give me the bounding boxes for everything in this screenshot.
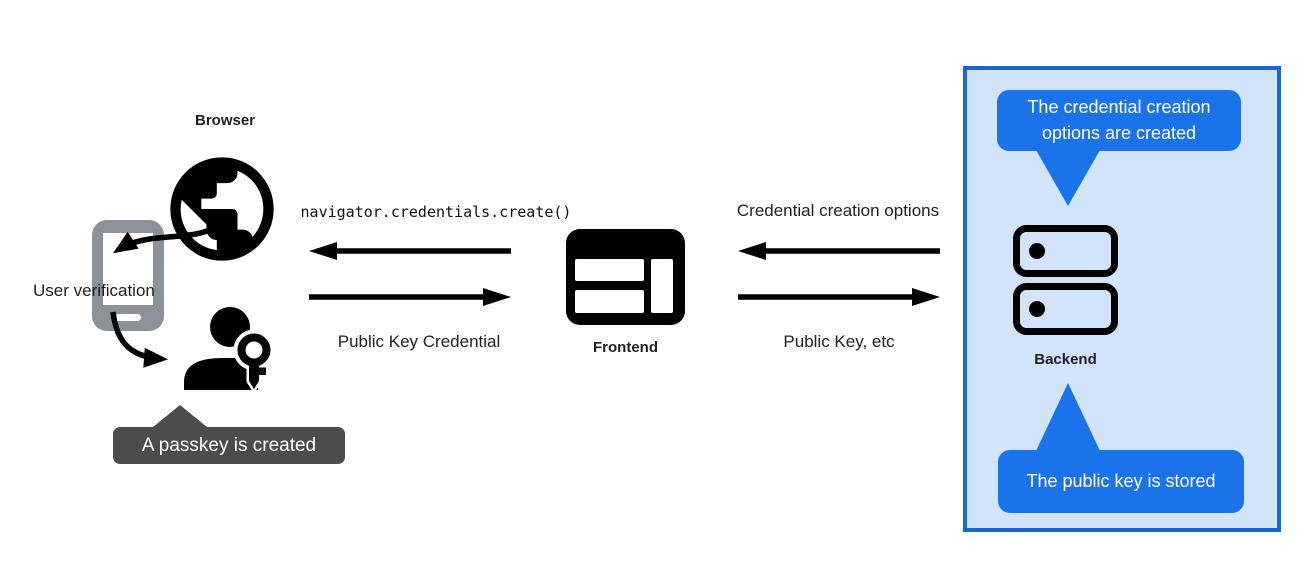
user-verification-label: User verification xyxy=(33,281,155,300)
arrow-options-left xyxy=(738,242,940,260)
public-key-credential-label: Public Key Credential xyxy=(337,332,501,351)
key-glyph xyxy=(233,329,275,392)
passkey-tooltip: A passkey is created xyxy=(113,427,345,464)
person-key-icon xyxy=(184,307,275,392)
arrow-public-key-right xyxy=(738,288,940,306)
frontend-label: Frontend xyxy=(593,339,658,356)
callout-key-stored: The public key is stored xyxy=(998,450,1244,513)
credential-creation-options-label: Credential creation options xyxy=(736,201,940,220)
backend-panel: The credential creation options are crea… xyxy=(963,66,1281,532)
public-key-etc-label: Public Key, etc xyxy=(783,332,895,351)
browser-window-icon xyxy=(566,229,685,325)
server-stack-icon xyxy=(1013,225,1118,335)
browser-label: Browser xyxy=(194,112,256,129)
backend-label: Backend xyxy=(1034,351,1097,368)
callout-key-stored-tail xyxy=(1036,383,1100,451)
callout-options-created-tail xyxy=(1036,150,1100,206)
api-call-label: navigator.credentials.create() xyxy=(300,203,572,221)
arrow-credential-return-right xyxy=(309,288,511,306)
arrow-phone-to-user xyxy=(110,311,168,368)
passkey-tooltip-tail xyxy=(153,405,207,427)
callout-options-created: The credential creation options are crea… xyxy=(997,90,1241,151)
arrow-create-call-left xyxy=(309,242,511,260)
globe-icon xyxy=(170,157,274,261)
